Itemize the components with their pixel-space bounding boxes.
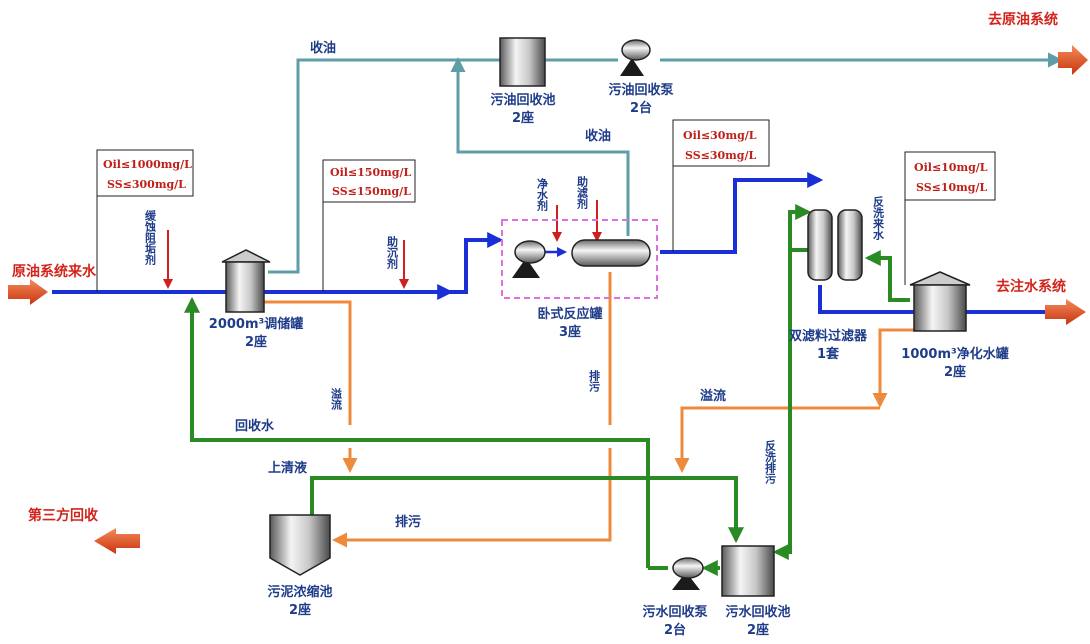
label-discharge-bottom: 排污: [395, 514, 421, 530]
recycle-lines: [184, 204, 910, 576]
label-backwash-in: 反洗来水: [872, 195, 886, 241]
oil-collection-lines: [268, 52, 1063, 274]
label-agent-filter: 助滤剂: [576, 175, 590, 210]
label-sludge-pool-1: 污泥浓缩池: [267, 584, 332, 600]
label-sewage-pool-1: 污水回收池: [725, 604, 790, 620]
sewage-recovery-pool: [721, 545, 775, 597]
oil-recovery-pool: [499, 37, 546, 87]
oil-line-top: [268, 58, 500, 274]
spec3-ss: SS≤30mg/L: [685, 149, 757, 162]
spec1-ss: SS≤300mg/L: [107, 178, 186, 191]
spec1-oil: Oil≤1000mg/L: [103, 158, 192, 171]
label-oil-collect-top: 收油: [310, 40, 336, 56]
reactor-group-box: [501, 219, 658, 299]
sludge-thickening-pool: [269, 514, 331, 576]
label-regulating-tank-1: 2000m³调储罐: [209, 316, 303, 332]
spec-box-2: Oil≤150mg/L SS≤150mg/L: [322, 159, 416, 292]
label-backwash-discharge: 反洗排污: [764, 439, 777, 485]
label-regulating-tank-2: 2座: [245, 334, 267, 350]
main-line-filter-clean: [818, 285, 915, 314]
label-oil-collect-mid: 收油: [585, 128, 611, 144]
label-oil-pump-1: 污油回收泵: [608, 82, 673, 98]
overflow-return: [674, 406, 880, 473]
spec3-oil: Oil≤30mg/L: [683, 129, 757, 142]
spec-box-1: Oil≤1000mg/L SS≤300mg/L: [96, 149, 194, 292]
label-discharge-vertical: 排污: [588, 369, 601, 393]
spec-box-3: Oil≤30mg/L SS≤30mg/L: [672, 119, 770, 252]
spec4-oil: Oil≤10mg/L: [914, 161, 988, 174]
spec2-oil: Oil≤150mg/L: [330, 166, 411, 179]
label-filter-2: 1套: [817, 346, 840, 362]
label-overflow-vertical: 溢流: [330, 387, 343, 411]
to-crude-arrow: [1058, 45, 1088, 75]
oil-line-mid: [450, 57, 630, 236]
label-to-injection: 去注水系统: [996, 278, 1066, 295]
label-filter-1: 双滤料过滤器: [789, 328, 868, 344]
label-crude-in: 原油系统来水: [12, 263, 97, 280]
label-sewage-pump-1: 污水回收泵: [642, 604, 707, 620]
label-to-crude: 去原油系统: [988, 11, 1058, 28]
label-oil-pool-2: 2座: [512, 110, 534, 126]
spec4-ss: SS≤10mg/L: [916, 181, 988, 194]
backwash-in-line: [864, 250, 910, 302]
filter-top-green: [788, 204, 812, 250]
main-flow-lines: [52, 172, 1045, 314]
label-sludge-pool-2: 2座: [289, 602, 311, 618]
spec-box-4: Oil≤10mg/L SS≤10mg/L: [904, 151, 996, 285]
horizontal-reactor: [571, 239, 651, 267]
spec2-ss: SS≤150mg/L: [332, 185, 411, 198]
supernatant-line: [310, 476, 744, 544]
label-clean-tank-2: 2座: [944, 364, 966, 380]
reactor-feed-pump: [512, 240, 546, 278]
to-injection-arrow: [1045, 299, 1086, 325]
label-recycled-water: 回收水: [235, 418, 275, 434]
label-overflow-right: 溢流: [700, 388, 726, 404]
clean-water-tank: [909, 271, 971, 332]
sewage-recovery-pump: [672, 557, 704, 590]
label-reactor-1: 卧式反应罐: [537, 306, 602, 322]
main-line-reactor-filter: [660, 172, 824, 254]
label-agent-settling: 助沉剂: [386, 235, 400, 270]
third-party-arrow: [94, 528, 140, 554]
oil-recovery-pump: [620, 39, 651, 76]
label-oil-pump-2: 2台: [630, 100, 652, 116]
label-sewage-pump-2: 2台: [664, 622, 686, 638]
crude-in-arrow: [8, 279, 48, 305]
label-third-party: 第三方回收: [28, 507, 99, 524]
recycle-water-main: [184, 296, 650, 568]
label-supernatant: 上清液: [268, 460, 307, 476]
backwash-discharge-line: [772, 248, 808, 560]
label-agent-clarifier: 净水剂: [536, 177, 550, 212]
discharge-reactor-lower: [332, 448, 612, 548]
label-agent-corrosion: 缓蚀阻垢剂: [144, 209, 158, 266]
main-line-riser: [450, 232, 504, 294]
overflow-clean: [872, 328, 915, 408]
dual-media-filter: [807, 209, 863, 281]
regulating-tank: [221, 249, 271, 313]
label-reactor-2: 3座: [559, 324, 581, 340]
label-oil-pool-1: 污油回收池: [490, 92, 555, 108]
label-clean-tank-1: 1000m³净化水罐: [901, 346, 1008, 362]
label-sewage-pool-2: 2座: [747, 622, 769, 638]
overflow-tank: [264, 300, 352, 425]
